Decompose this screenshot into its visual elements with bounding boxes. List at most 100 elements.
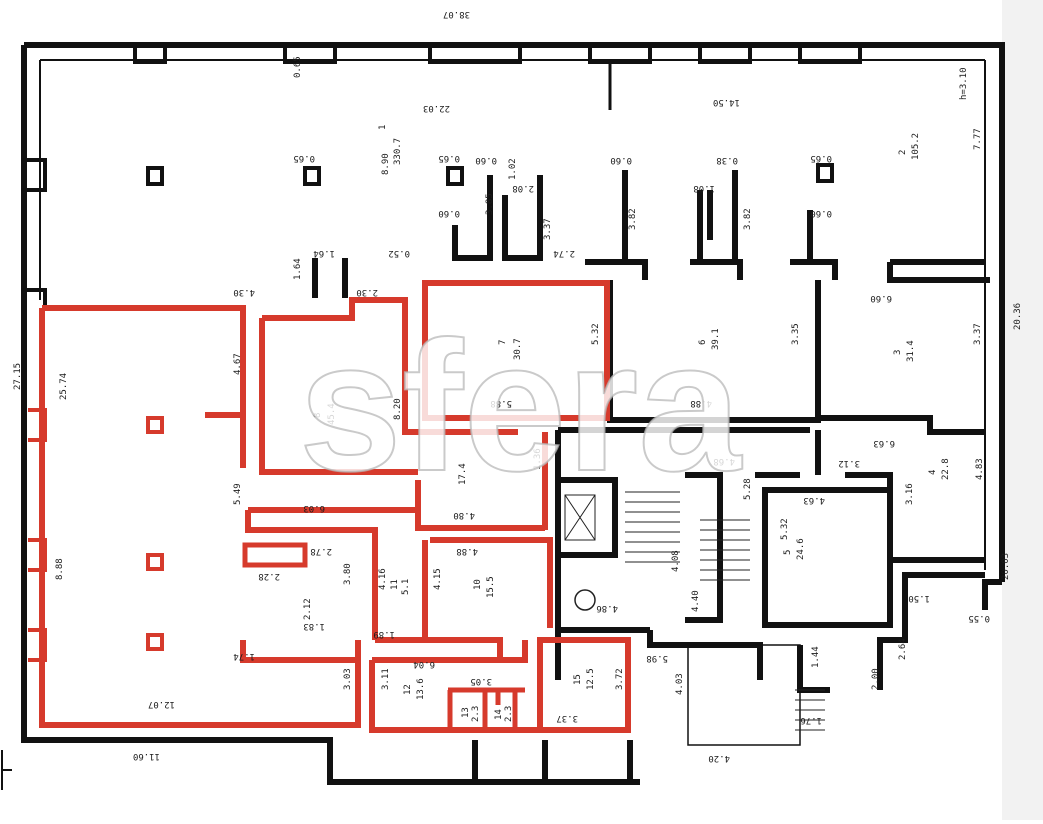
label-room-13-num: 13 [461,707,471,718]
label-room-2-area: 105.2 [911,133,921,160]
label-room-15-dim: 3.72 [615,668,625,690]
label-d060-b: 0.60 [610,155,632,165]
label-d549: 5.49 [233,483,243,505]
label-d200: 2.00 [871,668,881,690]
label-room-9-dim: 17.4 [458,463,468,485]
label-room-11-area: 5.1 [401,579,411,595]
label-col-b: 0.65 [293,153,315,163]
label-room-2-dim2: 7.77 [973,128,983,150]
label-d264: 2.64 [898,638,908,660]
label-room-13-area: 2.3 [471,706,481,722]
label-room-5-num: 5 [783,550,793,555]
red-outline-corridor [245,432,548,640]
wall-stair-2 [685,472,893,628]
label-d486: 4.86 [596,603,618,613]
label-d212: 2.12 [303,598,313,620]
label-d176: 1.76 [800,715,822,725]
label-d440: 4.40 [691,590,701,612]
dimension-labels: 38.07 20.36 27.15 1 330.7 8.90 22.03 2 1… [13,9,1023,763]
wall-column-pier-b [690,170,743,280]
label-d164b: 1.64 [313,248,335,258]
label-room-6-dim2: 4.88 [690,398,712,408]
red-column-1 [146,416,164,434]
label-d382: 3.82 [628,208,638,230]
label-room-7-dim: 5.32 [591,323,601,345]
label-d189: 1.89 [373,629,395,639]
red-outline-room-15 [537,637,631,733]
label-room-14-area: 2.3 [504,706,514,722]
label-room-8-dim: 8.20 [393,398,403,420]
stair-treads-b [700,519,750,581]
label-room-12-num: 12 [403,684,413,695]
label-room-10-dim2: 4.88 [456,546,478,556]
red-outline-room-13-14 [447,687,525,730]
label-col-d: 0.65 [810,153,832,163]
label-room-3-dim2: 3.37 [973,323,983,345]
label-d136: 1.36 [533,448,543,470]
red-outline-room-7 [422,280,610,421]
label-d228: 2.28 [258,571,280,581]
label-room-15-num: 15 [573,674,583,685]
label-d052: 0.52 [388,248,410,258]
column-3 [446,166,464,186]
label-room-4-dim4: 3.12 [838,458,860,468]
elevator-cross-b [564,494,596,541]
label-d208: 2.08 [512,183,534,193]
red-outline-room-10 [375,537,553,660]
label-room-4-dim: 4.83 [975,458,985,480]
window-bumps-left [26,158,47,310]
label-room-11-num: 11 [390,579,400,590]
wall-column-pier-c [790,210,838,280]
label-d888: 8.88 [55,558,65,580]
red-column-3 [146,633,164,651]
exterior-stair-block [687,644,801,746]
label-room-2-dim: 14.50 [713,97,740,107]
label-room-6-dim: 3.35 [791,323,801,345]
red-column-2 [146,553,164,571]
label-d060-d: 0.60 [810,208,832,218]
column-1 [146,166,164,186]
label-hall-1-area: 330.7 [393,138,403,165]
label-room-12-dim: 3.11 [381,668,391,690]
stair-treads-a [625,491,680,563]
walls-highlighted [28,280,631,733]
red-outline-storage [242,542,308,568]
label-d420: 4.20 [708,753,730,763]
label-room-8-dim2: 4.67 [233,353,243,375]
label-room-7-dim2: 5.88 [490,398,512,408]
window-bumps-top [133,48,862,64]
label-height: h=3.10 [959,67,969,100]
label-room-3-dim: 6.60 [870,293,892,303]
label-room-12-dim2: 6.04 [413,659,435,669]
label-d385: 3.85 [485,193,495,215]
label-room-14-num: 14 [494,709,504,720]
label-d408: 4.08 [671,550,681,572]
stair-treads [564,491,825,731]
wall-elevator [560,477,618,558]
wall-room-3 [887,259,990,283]
right-margin [1002,0,1043,820]
label-room-12-area: 13.6 [416,678,426,700]
outer-wall-left [21,45,640,785]
label-d108: 1.08 [693,183,715,193]
round-shaft [574,589,596,611]
label-d382b: 3.82 [743,208,753,230]
label-room-15-area: 12.5 [586,668,596,690]
label-room-7-area: 30.7 [513,338,523,360]
label-room-5-dim: 5.32 [780,518,790,540]
label-d144: 1.44 [811,646,821,668]
label-d102: 1.02 [508,158,518,180]
label-d337: 3.37 [543,218,553,240]
label-room-8-area: 45.4 [327,403,337,425]
label-left-height: 27.15 [13,363,23,390]
label-hall-1-dim2: 22.03 [423,103,450,113]
outer-wall-top [24,42,1005,582]
wall-pier-mid [312,258,348,298]
label-room-5-dim2: 4.63 [803,495,825,505]
label-d528: 5.28 [743,478,753,500]
label-room-9-dim2: 4.80 [453,510,475,520]
watermark-sfera: sfera [299,304,743,510]
section-mark [1,750,12,790]
outer-wall-bottom-right [877,572,1002,690]
